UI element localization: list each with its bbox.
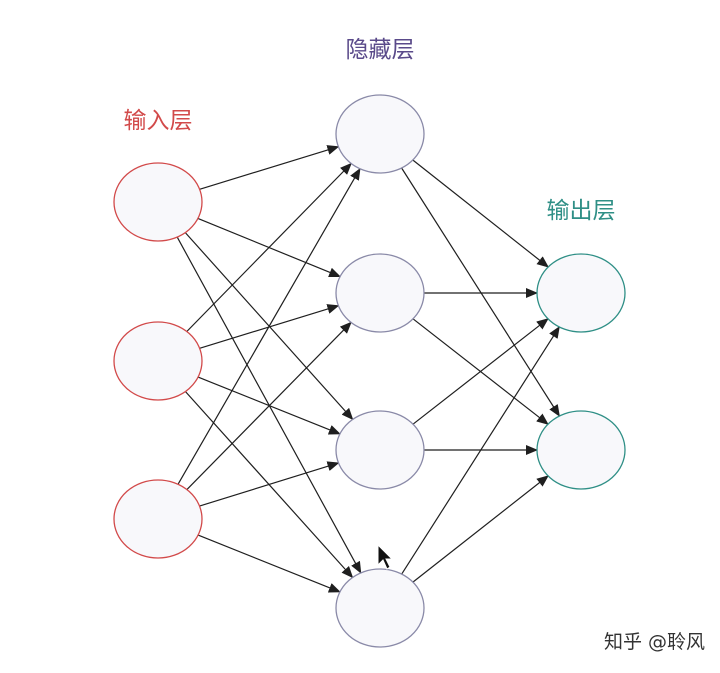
edge-input-1-to-hidden-1	[199, 145, 340, 190]
edge-hidden-3-to-output-1	[412, 318, 549, 425]
hidden-layer-label: 隐藏层	[346, 37, 415, 63]
input-node-2	[113, 321, 203, 401]
edge-input-3-to-hidden-1	[177, 167, 361, 485]
edge-input-2-to-hidden-1	[186, 162, 352, 332]
hidden-node-2	[335, 253, 425, 333]
connections	[176, 145, 560, 593]
output-node-1	[536, 253, 626, 333]
mouse-cursor-icon	[377, 543, 394, 570]
output-node-2	[536, 410, 626, 490]
edge-hidden-1-to-output-1	[412, 159, 549, 268]
input-node-1	[113, 162, 203, 242]
hidden-node-1	[335, 94, 425, 174]
nodes	[113, 94, 626, 648]
output-layer-label: 输出层	[547, 198, 616, 224]
watermark: 知乎 @聆风	[604, 631, 705, 653]
hidden-node-3	[335, 410, 425, 490]
input-layer-label: 输入层	[124, 108, 193, 134]
input-node-3	[113, 479, 203, 559]
edge-hidden-1-to-output-2	[401, 167, 560, 417]
edge-input-3-to-hidden-2	[186, 321, 352, 491]
edge-hidden-4-to-output-1	[401, 326, 560, 575]
hidden-node-4	[335, 568, 425, 648]
edge-input-3-to-hidden-3	[199, 461, 340, 507]
edge-hidden-4-to-output-2	[412, 475, 549, 583]
edge-input-3-to-hidden-4	[197, 534, 341, 593]
